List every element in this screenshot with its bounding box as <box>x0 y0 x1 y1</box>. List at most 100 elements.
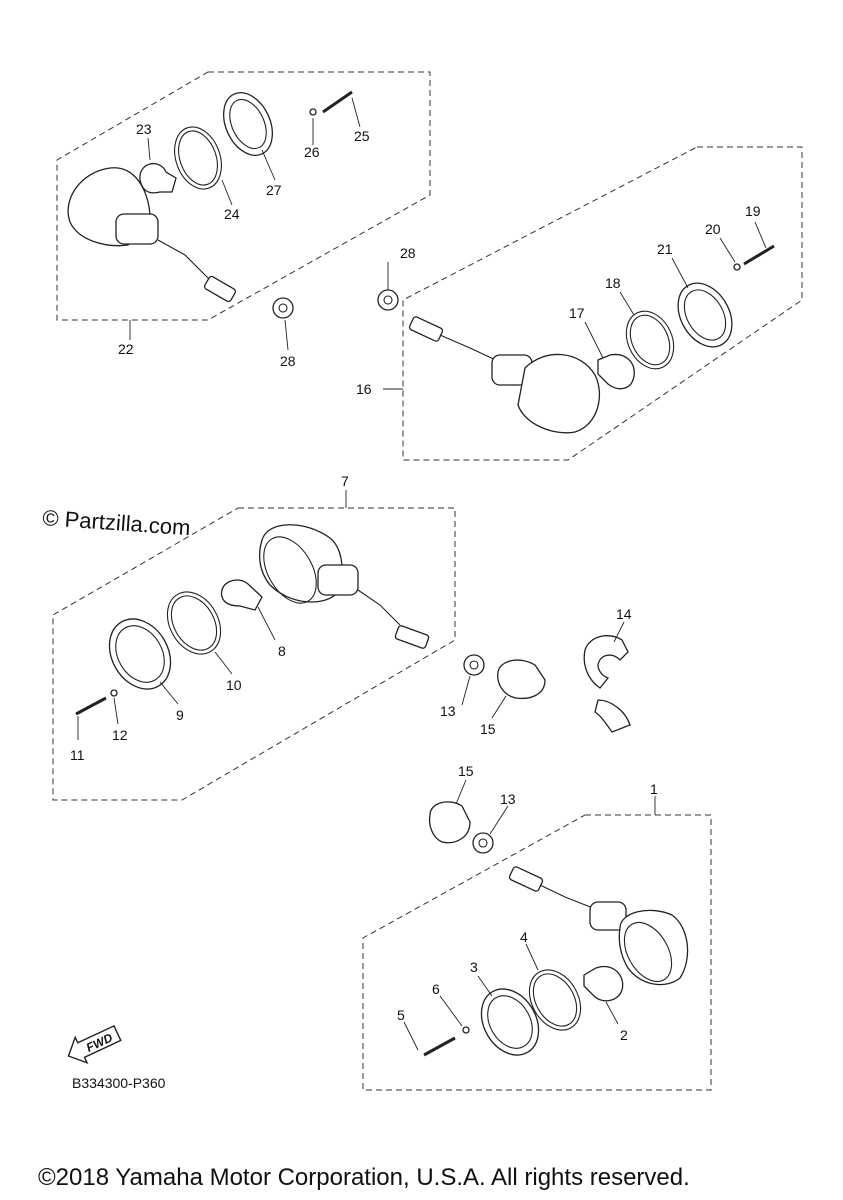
housing-1 <box>618 909 689 986</box>
lens-21-inner <box>683 289 727 341</box>
callout-25: 25 <box>354 128 370 144</box>
callout-5: 5 <box>397 1007 405 1023</box>
callout-21: 21 <box>657 241 673 257</box>
nut-28-top <box>272 297 294 319</box>
gasket-4 <box>528 969 582 1031</box>
assembly-1-group: 15 13 1 4 3 6 5 2 <box>362 763 712 1091</box>
connector-1 <box>508 866 544 892</box>
fwd-arrow-label: FWD <box>84 1030 115 1054</box>
bracket-14 <box>583 635 631 733</box>
wire-7 <box>357 589 401 626</box>
callout-17: 17 <box>569 305 585 321</box>
gasket-24-inner <box>178 130 218 186</box>
housing-7-stem <box>317 564 359 596</box>
screw-11 <box>75 696 107 716</box>
copyright-notice: ©2018 Yamaha Motor Corporation, U.S.A. A… <box>38 1164 690 1191</box>
leader-13a <box>461 675 471 706</box>
leader-25 <box>351 97 361 128</box>
lens-27-inner <box>229 98 267 150</box>
leader-23 <box>147 137 151 161</box>
lens-27 <box>223 92 273 156</box>
washer-26 <box>309 108 317 116</box>
callout-26: 26 <box>304 144 320 160</box>
housing-16 <box>517 353 601 434</box>
spacer-15-middle <box>497 659 546 700</box>
screw-19 <box>743 244 775 266</box>
screw-5 <box>423 1036 456 1057</box>
callout-15a: 15 <box>480 721 496 737</box>
callout-28a: 28 <box>280 353 296 369</box>
diagram-code: B334300-P360 <box>72 1075 166 1091</box>
callout-9: 9 <box>176 707 184 723</box>
gasket-18-inner <box>629 314 671 366</box>
callout-16: 16 <box>356 381 372 397</box>
gasket-10-inner <box>170 595 218 651</box>
leader-10 <box>214 651 233 675</box>
connector-22 <box>203 275 237 303</box>
assembly-16-group: 28 17 18 21 20 19 16 <box>356 146 803 461</box>
assembly-7-boundary <box>52 507 456 801</box>
leader-20 <box>719 237 736 263</box>
callout-6: 6 <box>432 981 440 997</box>
leader-14 <box>613 621 625 643</box>
lens-9 <box>108 618 172 690</box>
callout-13b: 13 <box>500 791 516 807</box>
leader-5 <box>403 1021 419 1051</box>
callout-27: 27 <box>266 182 282 198</box>
callout-22: 22 <box>118 341 134 357</box>
callout-18: 18 <box>605 275 621 291</box>
gasket-4-inner <box>532 973 578 1027</box>
assembly-22-boundary <box>56 71 431 321</box>
callout-8: 8 <box>278 643 286 659</box>
lens-9-inner <box>115 625 165 683</box>
leader-28a <box>284 319 289 351</box>
callout-11: 11 <box>70 747 85 763</box>
fwd-arrow-shape <box>67 1024 122 1064</box>
callout-19: 19 <box>745 203 761 219</box>
assembly-22-group: 23 24 27 26 25 28 22 <box>56 71 431 369</box>
callout-7: 7 <box>341 473 349 489</box>
leader-9 <box>159 681 179 705</box>
connector-16 <box>408 316 444 342</box>
gasket-18 <box>625 310 675 370</box>
lens-3-inner <box>487 995 533 1049</box>
housing-1-rim <box>623 921 673 983</box>
nut-28-right <box>377 289 399 311</box>
spacer-15-lower <box>428 801 471 844</box>
leader-27 <box>261 149 276 181</box>
leader-12 <box>113 697 119 725</box>
callout-24: 24 <box>224 206 240 222</box>
lens-3 <box>480 988 540 1056</box>
lens-21 <box>677 282 733 348</box>
leader-18 <box>619 291 635 316</box>
wire-16 <box>439 334 501 363</box>
leader-19 <box>754 221 767 249</box>
housing-7-rim <box>263 536 317 604</box>
washer-12 <box>110 689 118 697</box>
wire-1 <box>539 884 599 911</box>
leader-4 <box>525 943 539 971</box>
nut-13-middle-hole <box>469 660 479 670</box>
callout-15b: 15 <box>458 763 474 779</box>
gasket-10 <box>166 591 222 655</box>
housing-1-stem <box>589 901 627 931</box>
fwd-arrow-icon: FWD <box>67 1024 122 1064</box>
housing-22-stem <box>115 213 159 245</box>
leader-15a <box>491 695 507 719</box>
nut-28-top-hole <box>278 303 288 313</box>
callout-28b: 28 <box>400 245 416 261</box>
bulb-2 <box>583 965 624 1002</box>
leader-6 <box>439 995 463 1027</box>
nut-28-right-hole <box>383 295 393 305</box>
callout-10: 10 <box>226 677 242 693</box>
washer-6 <box>462 1026 470 1034</box>
callout-1: 1 <box>650 781 658 797</box>
nut-13-lower-hole <box>478 838 488 848</box>
callout-23: 23 <box>136 121 152 137</box>
nut-13-middle <box>463 654 485 676</box>
leader-21 <box>671 257 689 289</box>
callout-4: 4 <box>520 929 528 945</box>
bulb-17 <box>597 353 635 390</box>
nut-13-lower <box>472 832 494 854</box>
